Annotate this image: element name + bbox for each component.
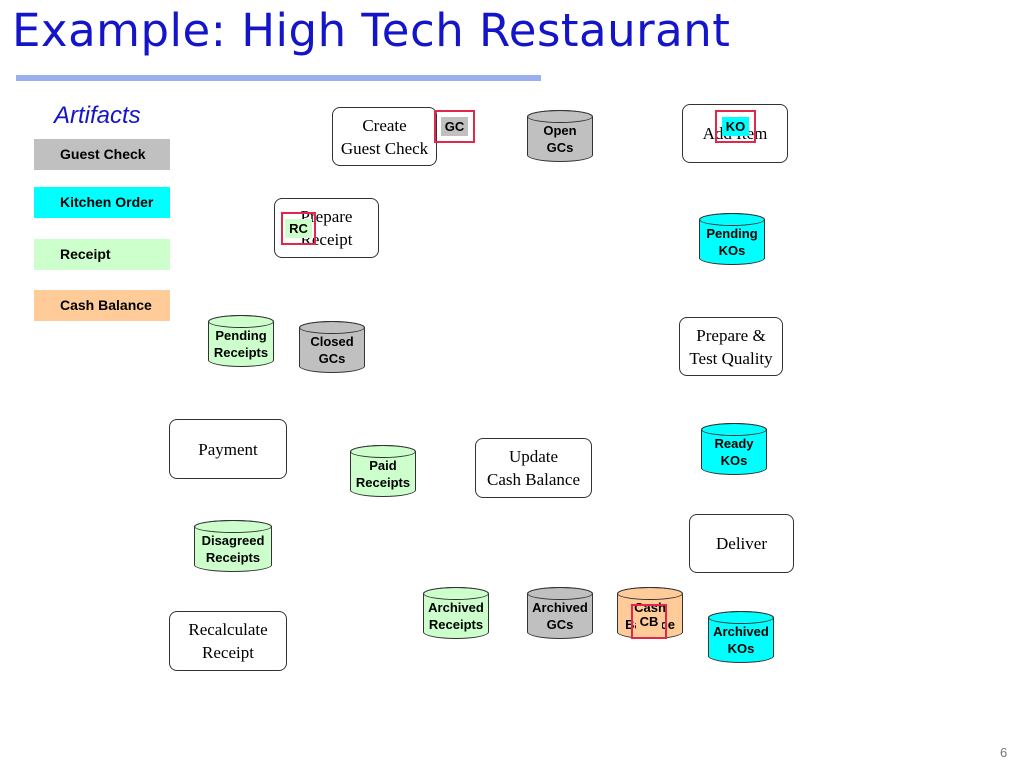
legend-item-receipt: Receipt bbox=[34, 239, 170, 270]
store-label: Cash bbox=[634, 600, 666, 615]
store-label: Ready bbox=[714, 436, 754, 451]
store-label: Open bbox=[543, 123, 577, 138]
store-pending-receipts: Pending Receipts bbox=[208, 315, 274, 367]
tag-cb: CB bbox=[631, 604, 667, 639]
process-label: Prepare & bbox=[696, 325, 766, 345]
store-label: Disagreed bbox=[201, 533, 265, 548]
process-label: Test Quality bbox=[689, 348, 773, 368]
process-payment: Payment bbox=[169, 419, 287, 479]
store-label: Archived bbox=[532, 600, 588, 615]
legend-item-guest-check: Guest Check bbox=[34, 139, 170, 170]
store-label: Receipts bbox=[213, 345, 269, 360]
process-label: Guest Check bbox=[340, 138, 429, 158]
tag-rc: RC bbox=[281, 212, 316, 245]
store-label: Receipts bbox=[428, 617, 484, 632]
store-label: Pending bbox=[215, 328, 267, 343]
legend-item-kitchen-order: Kitchen Order bbox=[34, 187, 170, 218]
store-archived-gcs: Archived GCs bbox=[527, 587, 593, 639]
store-label: Archived bbox=[713, 624, 769, 639]
tag-gc: GC bbox=[434, 110, 475, 143]
store-open-gcs: Open GCs bbox=[527, 110, 593, 162]
store-label: GCs bbox=[546, 140, 574, 155]
store-label: Paid bbox=[369, 458, 397, 473]
process-deliver: Deliver bbox=[689, 514, 794, 573]
process-label: Payment bbox=[198, 439, 258, 459]
tag-label: KO bbox=[721, 117, 750, 136]
store-label: KOs bbox=[727, 641, 755, 656]
store-label: Receipts bbox=[205, 550, 261, 565]
store-label: GCs bbox=[546, 617, 574, 632]
page-number: 6 bbox=[1000, 745, 1008, 760]
store-label: Receipts bbox=[355, 475, 411, 490]
process-label: Prepare bbox=[300, 207, 353, 226]
store-archived-receipts: Archived Receipts bbox=[423, 587, 489, 639]
store-label: KOs bbox=[720, 453, 748, 468]
tag-label: RC bbox=[285, 219, 312, 238]
process-label: Receipt bbox=[202, 643, 254, 662]
store-label: Pending bbox=[706, 226, 758, 241]
store-ready-kos: Ready KOs bbox=[701, 423, 767, 475]
process-label: Update bbox=[508, 447, 559, 466]
store-closed-gcs: Closed GCs bbox=[299, 321, 365, 373]
legend-item-cash-balance: Cash Balance bbox=[34, 290, 170, 321]
slide-title: Example: High Tech Restaurant bbox=[12, 4, 731, 57]
store-disagreed-receipts: Disagreed Receipts bbox=[194, 520, 272, 572]
process-prepare-test-quality: Prepare & Test Quality bbox=[679, 317, 783, 376]
tag-label: GC bbox=[440, 117, 469, 136]
store-label: GCs bbox=[318, 351, 346, 366]
store-paid-receipts: Paid Receipts bbox=[350, 445, 416, 497]
process-label: Cash Balance bbox=[487, 470, 580, 489]
process-label: Create bbox=[362, 115, 407, 135]
store-label: KOs bbox=[718, 243, 746, 258]
store-archived-kos: Archived KOs bbox=[708, 611, 774, 663]
legend-heading: Artifacts bbox=[54, 102, 141, 129]
process-label: Recalculate bbox=[188, 620, 268, 639]
store-label: Closed bbox=[310, 334, 354, 349]
process-recalculate-receipt: Recalculate Receipt bbox=[169, 611, 287, 671]
tag-label: CB bbox=[635, 612, 663, 631]
process-label: Deliver bbox=[716, 534, 767, 553]
process-create-guest-check: Create Guest Check bbox=[332, 107, 437, 166]
tag-ko: KO bbox=[715, 110, 756, 143]
store-pending-kos: Pending KOs bbox=[699, 213, 765, 265]
title-underline bbox=[16, 75, 541, 81]
process-update-cash-balance: Update Cash Balance bbox=[475, 438, 592, 498]
store-label: Archived bbox=[428, 600, 484, 615]
